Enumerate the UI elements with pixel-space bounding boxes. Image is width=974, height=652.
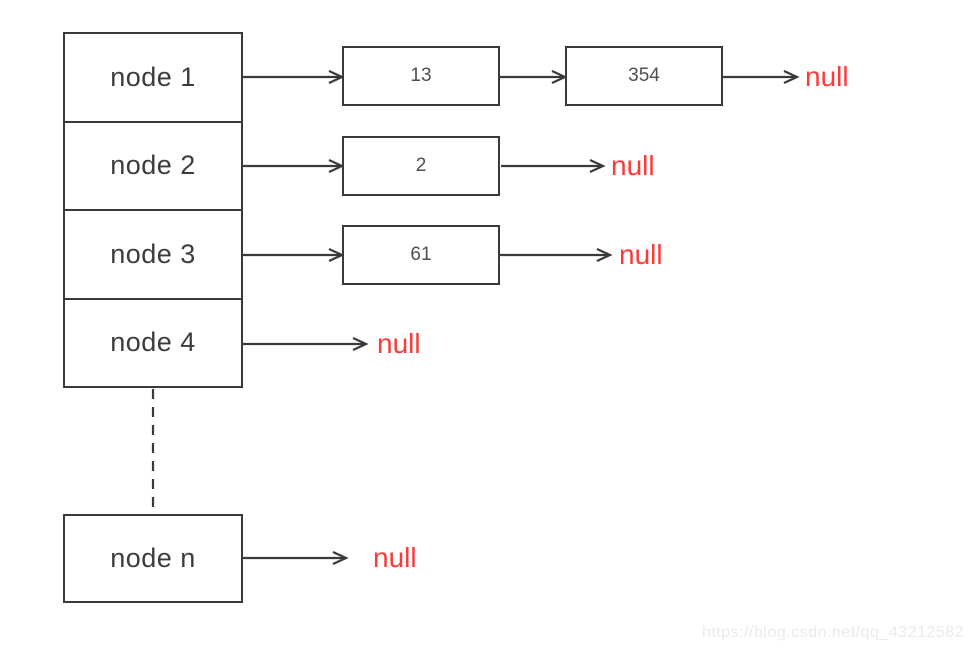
- value-box-354: 354: [565, 46, 723, 106]
- node-cell-4: node 4: [65, 297, 241, 387]
- null-label-row4: null: [377, 328, 421, 359]
- node-cell-2: node 2: [65, 120, 241, 210]
- node1-label: node 1: [110, 61, 196, 92]
- noden-label: node n: [110, 543, 196, 573]
- null-label-row1: null: [805, 61, 849, 92]
- node-n-box: node n: [63, 514, 243, 603]
- value2-label: 2: [415, 155, 427, 176]
- value354-label: 354: [628, 65, 660, 86]
- node-cell-1: node 1: [65, 34, 241, 121]
- node-stack: node 1 node 2 node 3 node 4: [63, 32, 243, 388]
- value-box-13: 13: [342, 46, 500, 106]
- null-label-rown: null: [373, 542, 417, 573]
- node4-label: node 4: [110, 327, 196, 358]
- null-label-row2: null: [611, 150, 655, 181]
- csdn-watermark: https://blog.csdn.net/qq_43212582: [701, 624, 964, 641]
- value-box-61: 61: [342, 225, 500, 285]
- node3-label: node 3: [110, 238, 196, 269]
- node-cell-3: node 3: [65, 209, 241, 298]
- value13-label: 13: [410, 65, 432, 86]
- null-label-row3: null: [619, 239, 663, 270]
- value-box-2: 2: [342, 136, 500, 196]
- node2-label: node 2: [110, 150, 196, 181]
- value61-label: 61: [410, 244, 432, 265]
